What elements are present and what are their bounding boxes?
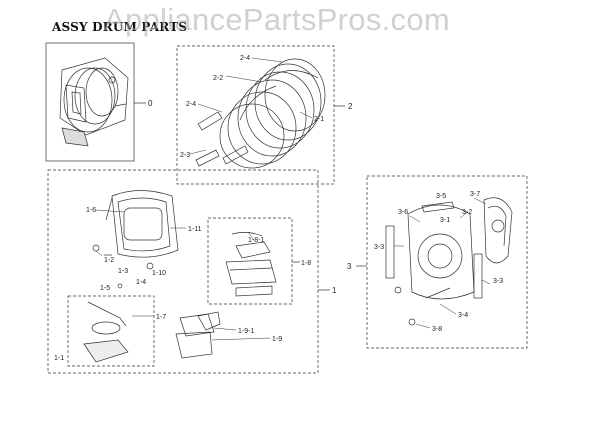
part-label: 1-3 (118, 268, 128, 275)
part-label: 3-4 (458, 312, 468, 319)
part-label: 3-7 (470, 191, 480, 198)
box-filter-1-8 (207, 217, 293, 305)
part-label: 1-8-1 (248, 237, 264, 244)
part-label: 3-3 (493, 278, 503, 285)
box-seal-1-7 (67, 295, 155, 367)
part-label: 3-1 (440, 217, 450, 224)
drum-rings (219, 58, 326, 169)
part-label: 2-4 (240, 55, 250, 62)
part-label: 1-11 (188, 226, 202, 233)
part-label: 1-2 (104, 257, 114, 264)
part-label: 3-6 (398, 209, 408, 216)
door-seal (83, 301, 129, 363)
rear-bearing-housing (483, 197, 513, 264)
part-label: 1-10 (152, 270, 166, 277)
part-label: 1-9 (272, 336, 282, 343)
box-drum-2 (176, 45, 335, 185)
rear-panel (385, 201, 483, 326)
front-panel (92, 190, 179, 289)
drum-lifters (195, 111, 249, 167)
part-label: 3-3 (374, 244, 384, 251)
lint-filter (225, 232, 277, 297)
part-label: 3-5 (436, 193, 446, 200)
box-assembly-0 (45, 42, 135, 162)
part-label: 2-3 (180, 152, 190, 159)
part-label: 2-1 (314, 116, 324, 123)
part-label: 3-2 (462, 209, 472, 216)
group-number-3: 3 (347, 262, 352, 271)
box-front-1 (47, 169, 319, 374)
duct-part (175, 311, 221, 359)
part-label: 1-7 (156, 314, 166, 321)
part-label: 1-6 (86, 207, 96, 214)
group-number-1: 1 (332, 286, 337, 295)
drum-assembly-thumbnail (59, 57, 129, 147)
part-label: 3-8 (432, 326, 442, 333)
part-label: 1-8 (301, 260, 311, 267)
part-label: 1-4 (136, 279, 146, 286)
part-label: 2-2 (213, 75, 223, 82)
part-label: 1-5 (100, 285, 110, 292)
group-number-0: 0 (148, 99, 153, 108)
part-label: 1-1 (54, 355, 64, 362)
box-rear-3 (366, 175, 528, 349)
diagram-title: ASSY DRUM PARTS (52, 20, 188, 34)
part-label: 1-9-1 (238, 328, 254, 335)
group-number-2: 2 (348, 102, 353, 111)
part-label: 2-4 (186, 101, 196, 108)
